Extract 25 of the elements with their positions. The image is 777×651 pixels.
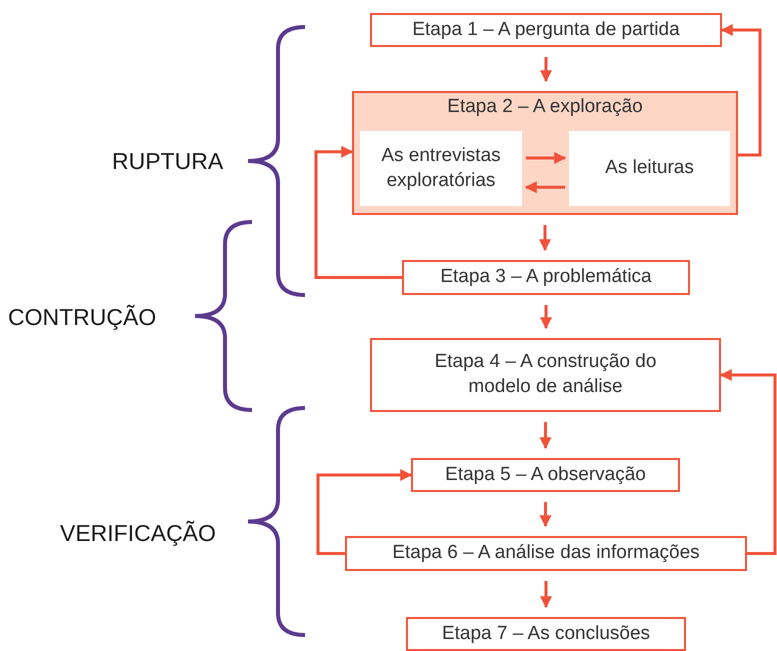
arrow [540,305,552,330]
stage-group-box [352,91,738,215]
stage-box: Etapa 4 – A construção do modelo de análise [370,338,721,412]
stage-box: Etapa 5 – A observação [411,458,680,492]
arrow [539,225,551,252]
phase-label: RUPTURA [112,148,224,175]
arrow [540,57,552,82]
arrow [540,581,552,608]
arrow [524,181,565,194]
stage-box: Etapa 7 – As conclusões [406,617,686,651]
arrow [316,469,412,555]
stage-box: Etapa 6 – A análise das informações [345,536,747,571]
arrow [540,422,552,450]
phase-label: CONTRUÇÃO [8,304,156,331]
stage-box: Etapa 1 – A pergunta de partida [370,13,722,47]
activity-box: As entrevistas exploratórias [360,131,522,206]
group-title: Etapa 2 – A exploração [446,95,644,119]
arrow [720,369,776,555]
phase-label: VERIFICAÇÃO [60,520,216,547]
activity-box: As leituras [569,131,730,206]
stage-box: Etapa 3 – A problemática [402,260,690,295]
arrow [720,24,762,156]
arrow [526,152,566,164]
arrow [540,502,552,528]
arrow [314,146,402,279]
